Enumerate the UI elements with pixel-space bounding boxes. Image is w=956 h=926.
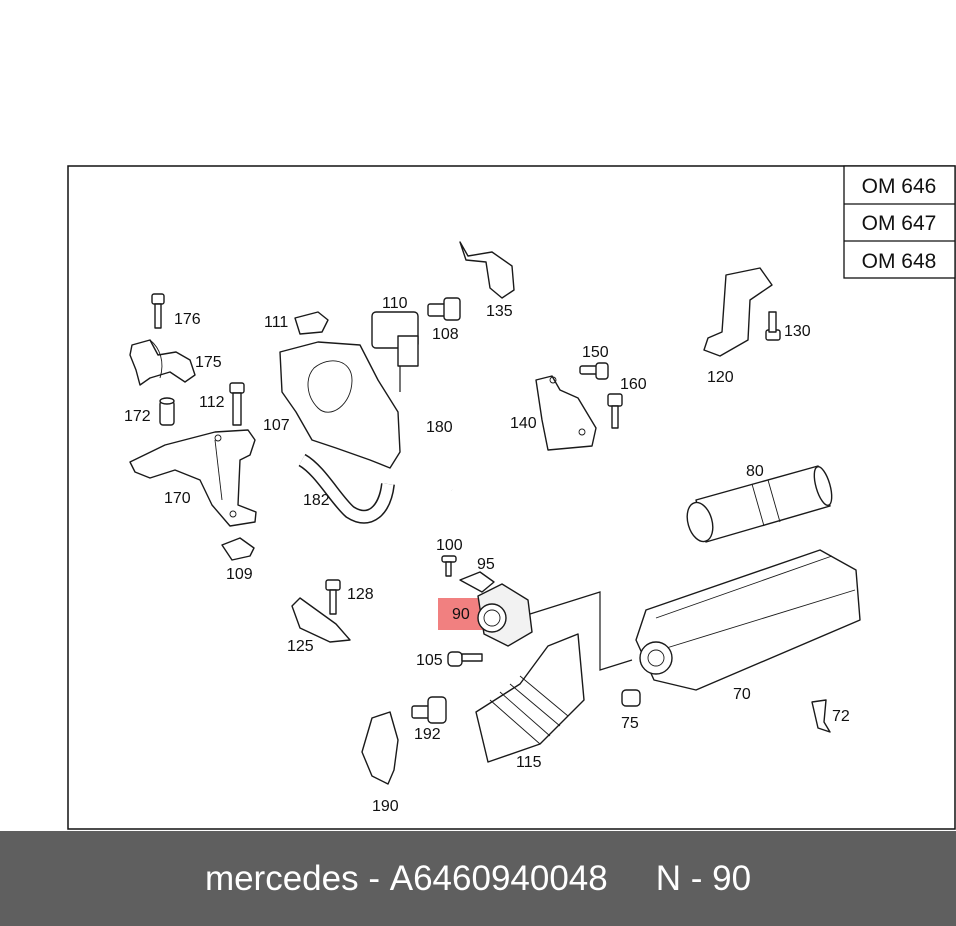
callout-140: 140 xyxy=(510,415,537,432)
footer-part-code: A6460940048 xyxy=(389,858,608,898)
part-192-bolt[interactable] xyxy=(411,696,447,724)
part-112-bolt[interactable] xyxy=(229,382,245,426)
part-95-sensor[interactable] xyxy=(459,571,495,593)
footer-brand: mercedes xyxy=(204,858,359,898)
callout-75: 75 xyxy=(621,715,639,732)
part-160-bolt[interactable] xyxy=(607,393,623,429)
part-128-bolt[interactable] xyxy=(325,579,341,615)
part-140-bracket[interactable] xyxy=(535,375,597,451)
engine-code-2: OM 647 xyxy=(862,212,937,235)
callout-115: 115 xyxy=(516,754,542,771)
part-105-bolt[interactable] xyxy=(447,651,483,667)
part-109-clip[interactable] xyxy=(221,537,255,561)
part-170-bracket[interactable] xyxy=(129,429,257,527)
callout-112: 112 xyxy=(199,394,225,411)
callout-125: 125 xyxy=(287,638,314,655)
callout-108: 108 xyxy=(432,326,459,343)
callout-95: 95 xyxy=(477,556,495,573)
part-130-bolt[interactable] xyxy=(765,311,781,341)
part-75-plug[interactable] xyxy=(621,689,641,707)
callout-180: 180 xyxy=(426,419,453,436)
part-90-throttle-valve[interactable] xyxy=(477,583,533,647)
footer-separator-dash: - xyxy=(368,858,380,898)
part-150-bolt[interactable] xyxy=(579,362,609,380)
callout-80: 80 xyxy=(746,463,764,480)
callout-150: 150 xyxy=(582,344,609,361)
part-70-air-filter-housing[interactable] xyxy=(635,549,861,691)
part-135-bracket[interactable] xyxy=(459,241,515,299)
callout-107: 107 xyxy=(263,417,290,434)
callout-182: 182 xyxy=(303,492,330,509)
engine-code-1: OM 646 xyxy=(862,175,937,198)
callout-90[interactable]: 90 xyxy=(452,606,470,623)
callout-111: 111 xyxy=(264,314,288,331)
callout-109: 109 xyxy=(226,566,253,583)
callout-176: 176 xyxy=(174,311,201,328)
callout-192: 192 xyxy=(414,726,441,743)
callout-70: 70 xyxy=(733,686,751,703)
callout-172: 172 xyxy=(124,408,151,425)
callout-100: 100 xyxy=(436,537,463,554)
part-172-sleeve[interactable] xyxy=(159,397,175,426)
callout-135: 135 xyxy=(486,303,513,320)
callout-128: 128 xyxy=(347,586,374,603)
callout-160: 160 xyxy=(620,376,647,393)
part-125-bracket[interactable] xyxy=(291,597,351,643)
part-110-sensor[interactable] xyxy=(371,311,419,392)
part-72-clip[interactable] xyxy=(811,699,831,733)
part-108-bolt[interactable] xyxy=(427,297,461,321)
engine-code-3: OM 648 xyxy=(862,250,937,273)
highlight-part-90[interactable] xyxy=(438,598,485,630)
callout-72: 72 xyxy=(832,708,850,725)
part-115-air-duct[interactable] xyxy=(475,633,585,763)
callout-120: 120 xyxy=(707,369,734,386)
leader-line xyxy=(529,591,633,671)
footer-position-ref: N - 90 xyxy=(655,858,752,898)
part-80-filter-element[interactable] xyxy=(683,465,835,545)
parts-diagram: OM 646 OM 647 OM 648 xyxy=(67,165,956,830)
part-120-bracket[interactable] xyxy=(703,267,773,357)
callout-170: 170 xyxy=(164,490,191,507)
engine-code-table: OM 646 OM 647 OM 648 xyxy=(843,165,956,279)
callout-175: 175 xyxy=(195,354,222,371)
part-111-connector[interactable] xyxy=(294,311,329,335)
part-190-cover[interactable] xyxy=(361,711,399,785)
part-182-hose[interactable] xyxy=(298,453,395,524)
part-100-screw[interactable] xyxy=(441,555,457,577)
footer-bar: mercedes - A6460940048 N - 90 xyxy=(0,831,956,926)
callout-110: 110 xyxy=(382,295,408,312)
callout-190: 190 xyxy=(372,798,399,815)
footer-space xyxy=(380,859,390,899)
callout-105: 105 xyxy=(416,652,443,669)
callout-130: 130 xyxy=(784,323,811,340)
part-175-clamp[interactable] xyxy=(129,339,196,386)
part-107-heat-shield[interactable] xyxy=(279,341,401,469)
footer-separator xyxy=(359,859,369,899)
diagram-frame xyxy=(67,165,956,830)
part-176-bolt[interactable] xyxy=(151,293,165,329)
part-180-hose[interactable] xyxy=(406,409,456,492)
